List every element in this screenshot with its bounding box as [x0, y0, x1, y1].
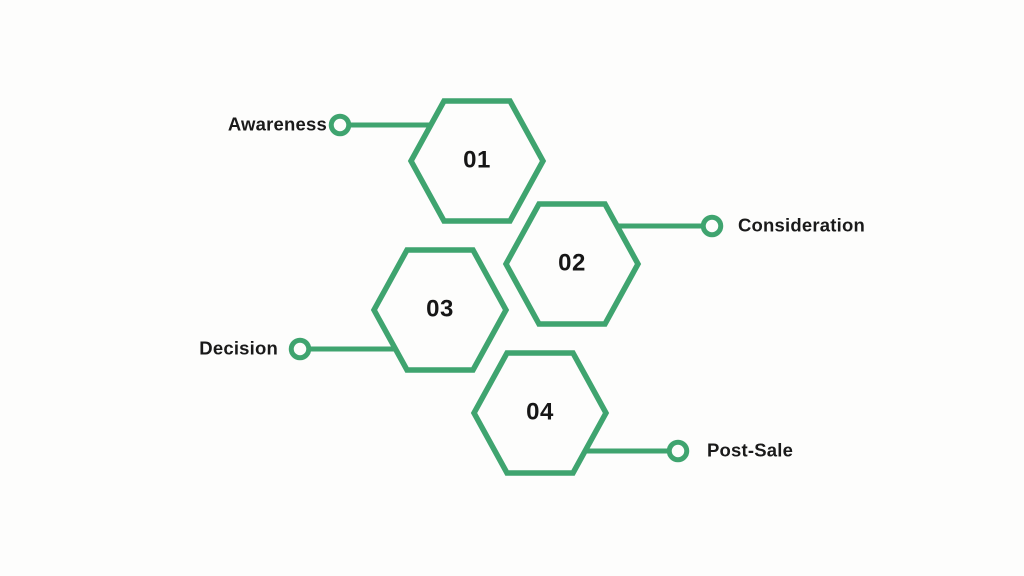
node-circle-postsale-icon [666, 439, 690, 463]
step-label-decision: Decision [199, 337, 278, 359]
step-number-04: 04 [526, 398, 554, 426]
step-number-02: 02 [558, 249, 586, 277]
hexagon-step-02 [502, 201, 642, 327]
step-label-postsale: Post-Sale [707, 439, 794, 461]
node-circle-awareness-icon [328, 113, 352, 137]
step-label-awareness: Awareness [227, 113, 327, 135]
hexagon-step-04 [470, 350, 610, 476]
hexagon-step-03 [370, 247, 510, 373]
hexagon-step-01 [407, 98, 547, 224]
step-number-03: 03 [426, 295, 454, 323]
step-label-consideration: Consideration [738, 214, 865, 236]
node-circle-consideration-icon [700, 214, 724, 238]
node-circle-decision-icon [288, 337, 312, 361]
step-number-01: 01 [463, 146, 491, 174]
